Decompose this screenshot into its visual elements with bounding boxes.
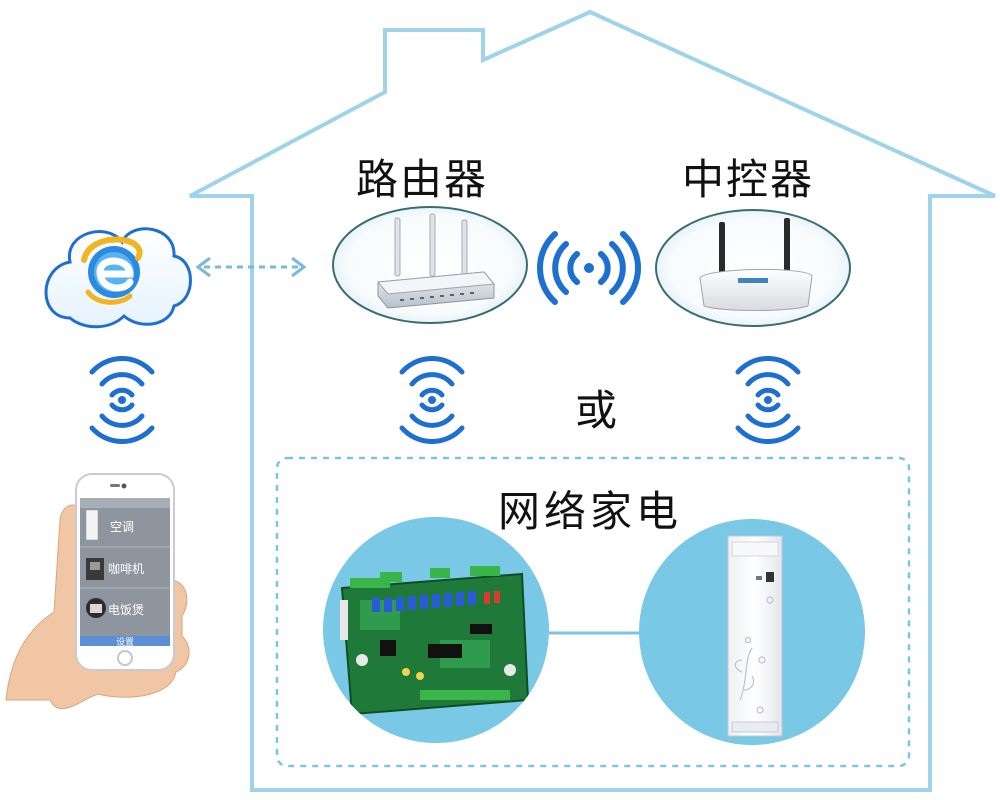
house-outline: [189, 9, 996, 792]
router-oval: [332, 206, 528, 324]
air-conditioner-circle: [639, 519, 865, 745]
appliances-box: [275, 456, 911, 768]
wifi-icon-controller: [735, 356, 801, 444]
circuit-board-circle: [323, 517, 549, 743]
wireless-signal-icon: [536, 231, 642, 305]
phone-bottom-button[interactable]: 设置: [115, 638, 134, 648]
phone-item-aircon[interactable]: 空调: [110, 520, 135, 534]
wifi-icon-router: [399, 356, 465, 444]
phone-item-coffee[interactable]: 咖啡机: [108, 562, 145, 576]
controller-label: 中控器: [682, 155, 815, 204]
or-label: 或: [575, 386, 620, 435]
controller-oval: [655, 209, 851, 327]
smartphone-in-hand: [5, 473, 190, 710]
phone-item-ricecooker[interactable]: 电饭煲: [108, 603, 145, 617]
internet-router-arrow: [195, 256, 307, 278]
internet-cloud-icon: [44, 227, 192, 329]
appliances-label: 网络家电: [498, 487, 683, 536]
router-label: 路由器: [356, 155, 489, 204]
wifi-icon-phone: [89, 356, 155, 444]
